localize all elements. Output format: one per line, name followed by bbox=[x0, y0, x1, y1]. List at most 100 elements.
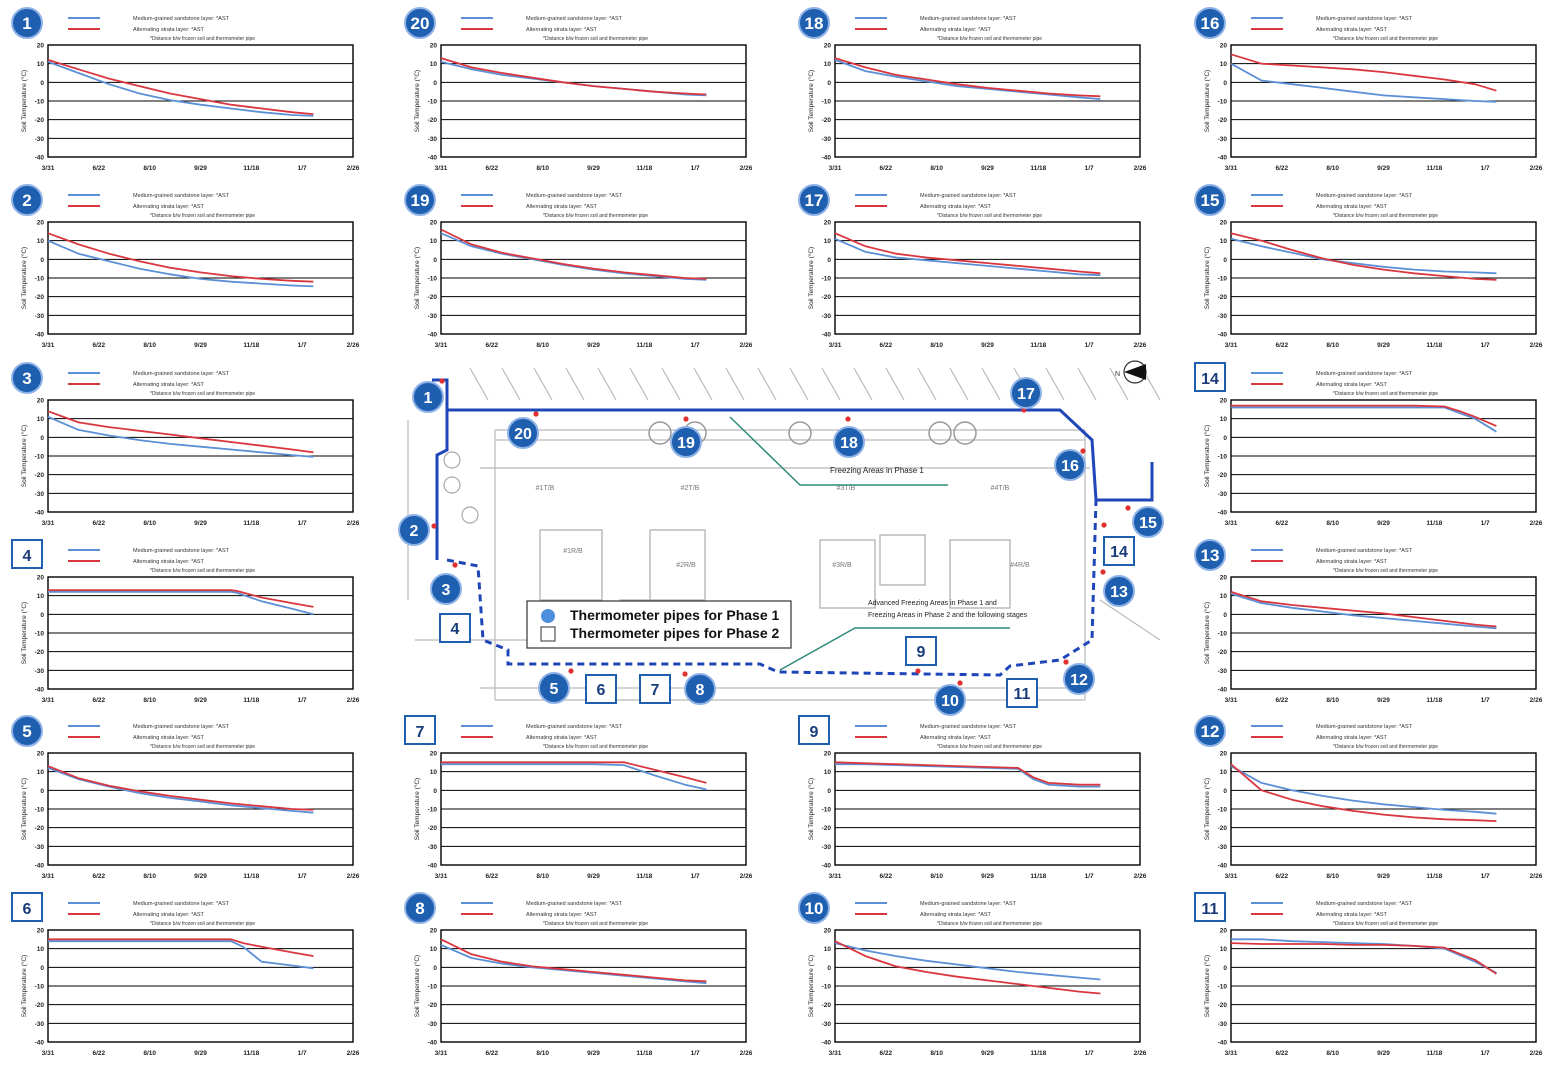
badge-square-7 bbox=[404, 715, 436, 745]
x-tick-label: 9/29 bbox=[1377, 342, 1390, 349]
phase2-area-label-line1: Advanced Freezing Areas in Phase 1 and bbox=[868, 600, 997, 607]
y-tick-label: 10 bbox=[37, 61, 45, 68]
x-tick-label: 8/10 bbox=[1326, 697, 1339, 704]
x-tick-label: 9/29 bbox=[194, 873, 207, 880]
x-tick-label: 1/7 bbox=[1085, 165, 1094, 172]
x-tick-label: 9/29 bbox=[981, 342, 994, 349]
x-tick-label: 9/29 bbox=[981, 165, 994, 172]
phase2-area-label-line2: Freezing Areas in Phase 2 and the follow… bbox=[868, 612, 1028, 619]
y-tick-label: -10 bbox=[428, 807, 438, 814]
map-building-label: #4R/B bbox=[1010, 562, 1030, 569]
map-marker-number-2: 2 bbox=[410, 523, 419, 540]
series-line-medium-sandstone bbox=[48, 591, 314, 616]
map-marker-square-4 bbox=[439, 613, 471, 643]
y-tick-label: -10 bbox=[428, 276, 438, 283]
y-tick-label: -30 bbox=[822, 313, 832, 320]
distance-note: *Distance b/w frozen soil and thermomete… bbox=[1333, 391, 1438, 397]
x-tick-label: 9/29 bbox=[1377, 697, 1390, 704]
x-tick-label: 2/26 bbox=[1134, 342, 1147, 349]
y-tick-label: -30 bbox=[35, 1021, 45, 1028]
y-tick-label: 20 bbox=[430, 220, 438, 227]
map-building-label: #2T/B bbox=[681, 485, 700, 492]
distance-note: *Distance b/w frozen soil and thermomete… bbox=[1333, 568, 1438, 574]
series-line-alternating-strata bbox=[47, 232, 314, 283]
y-axis-label: Soil Temperature (°C) bbox=[807, 70, 815, 132]
phase2-legend-label: Thermometer pipes for Phase 2 bbox=[570, 625, 780, 641]
badge-number-15: 15 bbox=[1201, 191, 1220, 210]
legend-label-red: Alternating strata layer: *AST bbox=[526, 912, 598, 918]
y-tick-label: 10 bbox=[1220, 238, 1228, 245]
badge-circle-19 bbox=[404, 184, 436, 216]
map-pipe-location-dot bbox=[1080, 448, 1086, 454]
y-tick-label: -30 bbox=[822, 136, 832, 143]
series-line-medium-sandstone bbox=[1230, 237, 1497, 275]
map-marker-circle-8 bbox=[684, 673, 716, 705]
legend-label-red: Alternating strata layer: *AST bbox=[133, 204, 205, 210]
legend-label-red: Alternating strata layer: *AST bbox=[133, 27, 205, 33]
series-line-medium-sandstone bbox=[1231, 938, 1497, 974]
series-line-alternating-strata bbox=[1230, 591, 1497, 628]
x-tick-label: 9/29 bbox=[981, 873, 994, 880]
y-tick-label: -20 bbox=[1218, 1002, 1228, 1009]
legend-label-blue: Medium-grained sandstone layer: *AST bbox=[526, 724, 623, 730]
badge-number-2: 2 bbox=[22, 191, 31, 210]
x-tick-label: 3/31 bbox=[1225, 873, 1238, 880]
x-tick-label: 6/22 bbox=[1276, 873, 1289, 880]
map-pipe-location-dot bbox=[1125, 505, 1131, 511]
y-tick-label: 20 bbox=[824, 928, 832, 935]
y-tick-label: 0 bbox=[40, 80, 44, 87]
map-building-label: #3T/B bbox=[837, 485, 856, 492]
badge-number-4: 4 bbox=[23, 548, 32, 565]
y-tick-label: -20 bbox=[822, 825, 832, 832]
y-tick-label: -40 bbox=[822, 332, 832, 339]
x-tick-label: 3/31 bbox=[1225, 520, 1238, 527]
distance-note: *Distance b/w frozen soil and thermomete… bbox=[1333, 36, 1438, 42]
map-crane-line bbox=[725, 367, 745, 401]
x-tick-label: 3/31 bbox=[829, 873, 842, 880]
map-marker-number-7: 7 bbox=[651, 682, 660, 699]
map-marker-circle-12 bbox=[1063, 663, 1095, 695]
x-tick-label: 8/10 bbox=[536, 873, 549, 880]
map-tank-circle bbox=[443, 476, 461, 494]
series-line-alternating-strata bbox=[1230, 942, 1497, 975]
y-tick-label: -10 bbox=[35, 276, 45, 283]
series-line-medium-sandstone bbox=[47, 239, 314, 288]
badge-number-13: 13 bbox=[1201, 546, 1220, 565]
x-tick-label: 8/10 bbox=[930, 873, 943, 880]
y-tick-label: 0 bbox=[1223, 788, 1227, 795]
y-tick-label: -10 bbox=[822, 276, 832, 283]
map-outline-line bbox=[1099, 599, 1161, 641]
y-tick-label: 0 bbox=[1223, 80, 1227, 87]
x-tick-label: 3/31 bbox=[1225, 342, 1238, 349]
y-tick-label: -20 bbox=[35, 649, 45, 656]
legend-label-blue: Medium-grained sandstone layer: *AST bbox=[920, 724, 1017, 730]
map-marker-number-19: 19 bbox=[677, 435, 695, 452]
x-tick-label: 3/31 bbox=[829, 1050, 842, 1057]
y-tick-label: 20 bbox=[37, 751, 45, 758]
legend-label-red: Alternating strata layer: *AST bbox=[133, 382, 205, 388]
map-marker-circle-5 bbox=[538, 672, 570, 704]
y-tick-label: 20 bbox=[1220, 575, 1228, 582]
x-tick-label: 1/7 bbox=[1085, 1050, 1094, 1057]
x-tick-label: 1/7 bbox=[1481, 342, 1490, 349]
x-tick-label: 9/29 bbox=[587, 873, 600, 880]
x-tick-label: 6/22 bbox=[880, 165, 893, 172]
y-tick-label: -30 bbox=[35, 491, 45, 498]
y-tick-label: -10 bbox=[1218, 99, 1228, 106]
badge-square-11 bbox=[1194, 892, 1226, 922]
y-tick-label: -40 bbox=[1218, 332, 1228, 339]
x-tick-label: 9/29 bbox=[1377, 1050, 1390, 1057]
map-marker-number-17: 17 bbox=[1017, 386, 1035, 403]
x-tick-label: 8/10 bbox=[930, 1050, 943, 1057]
legend-label-blue: Medium-grained sandstone layer: *AST bbox=[1316, 16, 1413, 22]
x-tick-label: 11/18 bbox=[243, 165, 259, 172]
map-marker-number-1: 1 bbox=[424, 390, 433, 407]
map-tank-circle bbox=[461, 506, 479, 524]
x-tick-label: 1/7 bbox=[298, 520, 307, 527]
x-tick-label: 8/10 bbox=[143, 520, 156, 527]
x-tick-label: 8/10 bbox=[143, 342, 156, 349]
x-tick-label: 3/31 bbox=[829, 342, 842, 349]
x-tick-label: 1/7 bbox=[1481, 873, 1490, 880]
